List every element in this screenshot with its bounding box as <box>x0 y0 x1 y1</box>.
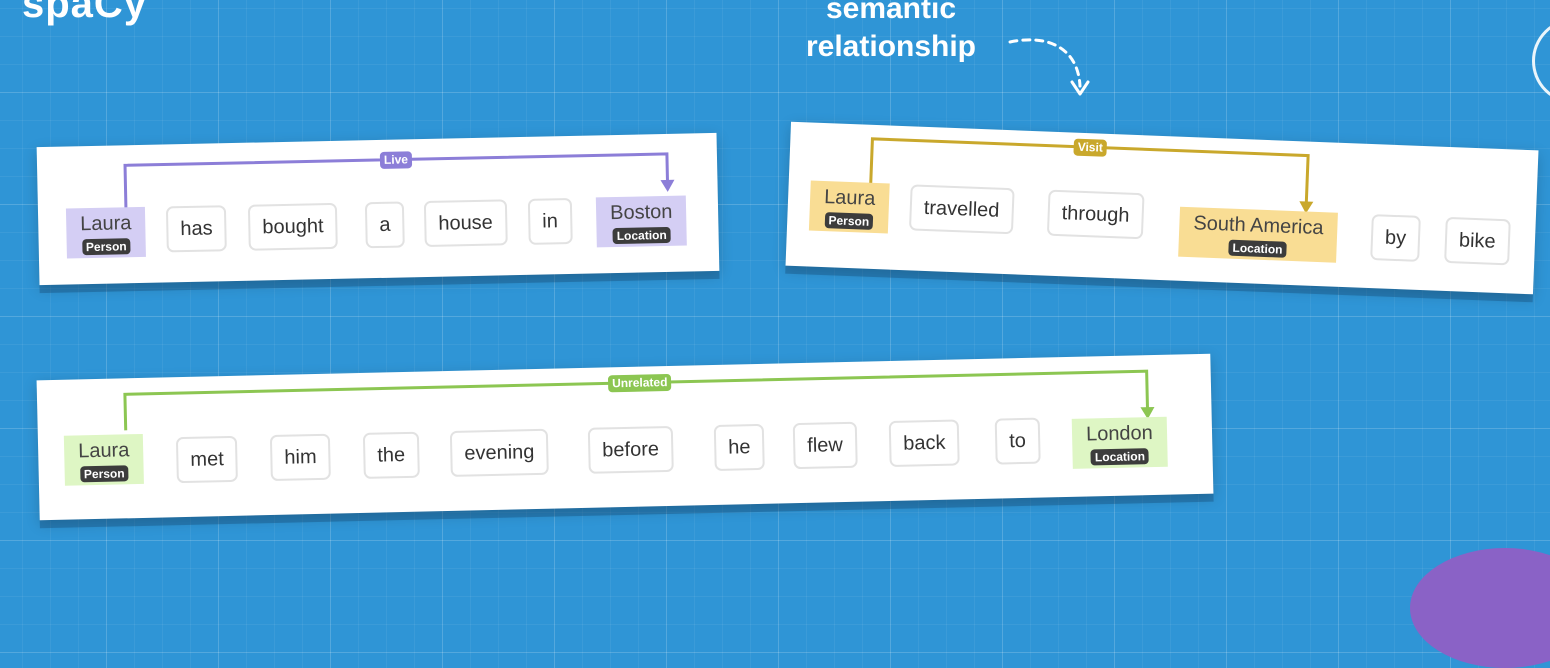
spacy-logo: spaCy <box>22 0 148 26</box>
entity-label-tag: Location <box>1228 239 1287 258</box>
token[interactable]: before <box>587 425 674 474</box>
token[interactable]: through <box>1046 189 1145 240</box>
entity-text: Laura <box>823 186 876 210</box>
entity-head[interactable]: Laura Person <box>808 180 890 234</box>
token[interactable]: travelled <box>908 184 1015 235</box>
relation-label: Visit <box>1073 138 1108 157</box>
entity-label-tag: Person <box>79 465 129 483</box>
entity-label-tag: Person <box>824 212 874 230</box>
entity-text: South America <box>1193 212 1324 240</box>
entity-text: Laura <box>80 212 132 236</box>
entity-text: London <box>1085 422 1154 446</box>
entity-text: Boston <box>609 200 673 225</box>
token[interactable]: house <box>423 199 508 248</box>
example-card-visit: Visit Laura Person travelled through Sou… <box>785 121 1539 295</box>
token[interactable]: the <box>362 431 420 479</box>
blob-decoration <box>1410 548 1550 668</box>
semantic-relationship-caption: semantic relationship <box>805 0 977 63</box>
token[interactable]: a <box>364 201 405 249</box>
relation-arc <box>869 137 1314 214</box>
entity-head[interactable]: Laura Person <box>63 433 145 486</box>
token[interactable]: bought <box>247 202 338 251</box>
circle-decoration <box>1532 18 1550 104</box>
entity-head[interactable]: Laura Person <box>65 206 147 259</box>
token[interactable]: him <box>269 433 332 482</box>
entity-text: Laura <box>77 439 130 463</box>
entity-label-tag: Person <box>81 238 131 256</box>
token[interactable]: in <box>527 197 573 245</box>
relation-label: Unrelated <box>607 373 672 393</box>
token[interactable]: back <box>888 419 960 468</box>
token[interactable]: by <box>1370 214 1422 262</box>
entity-label-tag: Location <box>1090 448 1150 466</box>
entity-tail[interactable]: London Location <box>1071 416 1168 469</box>
token[interactable]: has <box>165 205 228 253</box>
token[interactable]: met <box>175 435 239 484</box>
relation-label: Live <box>379 151 413 169</box>
entity-label-tag: Location <box>612 226 671 245</box>
token[interactable]: he <box>713 423 766 471</box>
entity-tail[interactable]: South America Location <box>1178 206 1339 263</box>
token[interactable]: to <box>994 417 1041 465</box>
token[interactable]: evening <box>449 428 549 477</box>
token[interactable]: bike <box>1444 216 1511 266</box>
example-card-unrelated: Unrelated Laura Person met him the eveni… <box>36 353 1214 521</box>
dashed-arrow-icon <box>1008 38 1090 96</box>
entity-tail[interactable]: Boston Location <box>595 195 688 248</box>
example-card-live: Live Laura Person has bought a house in … <box>36 132 720 286</box>
token[interactable]: flew <box>792 421 858 470</box>
